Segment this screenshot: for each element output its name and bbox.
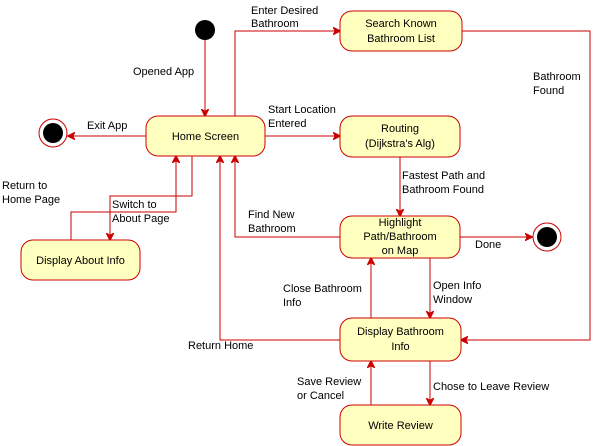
state-routing: Routing (Dijkstra's Alg) xyxy=(339,115,461,158)
label-start-location: Entered xyxy=(268,118,307,130)
label-save-review: or Cancel xyxy=(297,390,344,402)
edge-return-home-page xyxy=(70,156,176,240)
final-state-exit xyxy=(38,118,68,148)
state-label: Write Review xyxy=(368,420,433,432)
label-find-new: Find New xyxy=(248,209,295,221)
label-fastest-path: Bathroom Found xyxy=(402,184,484,196)
state-label: on Map xyxy=(382,245,419,257)
label-return-home: Return Home xyxy=(188,340,253,352)
label-enter-desired: Enter Desired xyxy=(251,5,318,17)
edge-return-home xyxy=(220,156,340,341)
state-display-bathroom: Display Bathroom Info xyxy=(339,317,462,362)
edge-enter-desired xyxy=(234,31,340,116)
label-opened-app: Opened App xyxy=(133,66,194,78)
edge-bathroom-found xyxy=(461,30,591,340)
initial-state xyxy=(195,20,215,40)
label-fastest-path: Fastest Path and xyxy=(402,170,485,182)
label-chose-review: Chose to Leave Review xyxy=(433,381,549,393)
edge-find-new xyxy=(235,156,340,238)
state-label: Search Known xyxy=(365,18,437,30)
label-return-home-page: Return to xyxy=(2,180,47,192)
label-close-bathroom: Info xyxy=(283,297,301,309)
edges xyxy=(68,30,591,405)
label-switch-about: About Page xyxy=(112,213,170,225)
label-switch-about: Switch to xyxy=(112,199,157,211)
state-highlight: Highlight Path/Bathroom on Map xyxy=(339,215,461,259)
label-find-new: Bathroom xyxy=(248,223,296,235)
state-label: (Dijkstra's Alg) xyxy=(365,138,435,150)
label-exit-app: Exit App xyxy=(87,120,127,132)
state-search-known: Search Known Bathroom List xyxy=(339,10,463,52)
label-bathroom-found: Bathroom xyxy=(533,71,581,83)
state-label: Bathroom List xyxy=(367,33,435,45)
label-save-review: Save Review xyxy=(297,376,361,388)
label-open-info: Window xyxy=(433,294,472,306)
final-state-done xyxy=(532,222,562,252)
state-label: Home Screen xyxy=(172,131,239,143)
label-done: Done xyxy=(475,239,501,251)
state-label: Path/Bathroom xyxy=(363,231,436,243)
state-label: Display About Info xyxy=(36,255,125,267)
state-label: Routing xyxy=(381,123,419,135)
label-open-info: Open Info xyxy=(433,280,481,292)
state-label: Display Bathroom xyxy=(357,326,444,338)
state-label: Highlight xyxy=(379,217,422,229)
edge-switch-about xyxy=(110,156,193,240)
label-bathroom-found: Found xyxy=(533,85,564,97)
state-display-about: Display About Info xyxy=(20,239,141,281)
state-home-screen: Home Screen xyxy=(145,115,266,157)
label-close-bathroom: Close Bathroom xyxy=(283,283,362,295)
state-label: Info xyxy=(391,341,409,353)
state-write-review: Write Review xyxy=(339,404,462,446)
label-enter-desired: Bathroom xyxy=(251,18,299,30)
label-return-home-page: Home Page xyxy=(2,194,60,206)
edge-labels: Opened App Enter Desired Bathroom Bathro… xyxy=(2,5,581,402)
label-start-location: Start Location xyxy=(268,104,336,116)
